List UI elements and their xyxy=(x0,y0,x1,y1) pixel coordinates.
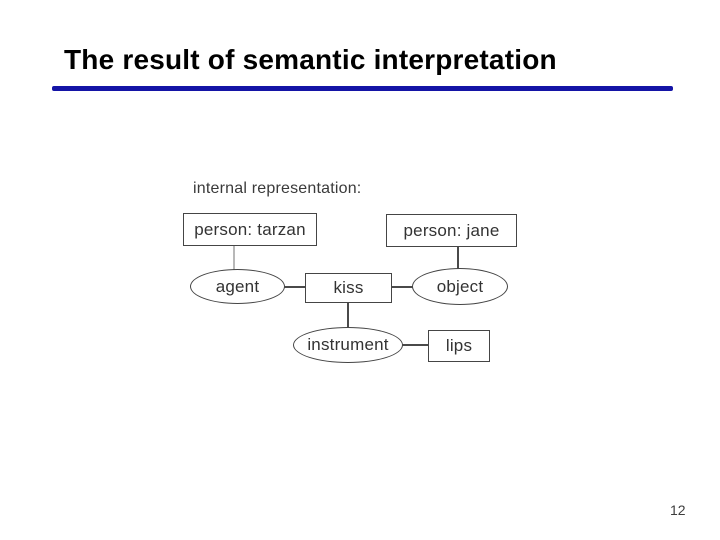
diagram-heading: internal representation: xyxy=(193,180,362,197)
page-number: 12 xyxy=(670,502,686,518)
node-lips: lips xyxy=(428,330,490,362)
node-agent: agent xyxy=(190,269,285,304)
node-instrument: instrument xyxy=(293,327,403,363)
edge-jane-object xyxy=(457,246,459,269)
edge-instrument-lips xyxy=(401,344,429,346)
node-object: object xyxy=(412,268,508,305)
node-kiss: kiss xyxy=(305,273,392,303)
edge-agent-kiss xyxy=(283,286,306,288)
title-underline-rule xyxy=(52,86,673,91)
slide-title: The result of semantic interpretation xyxy=(64,44,557,75)
node-person-jane: person: jane xyxy=(386,214,517,247)
node-person-tarzan: person: tarzan xyxy=(183,213,317,246)
edge-kiss-object xyxy=(391,286,413,288)
edge-kiss-instrument xyxy=(347,302,349,328)
edge-tarzan-agent xyxy=(233,245,235,270)
